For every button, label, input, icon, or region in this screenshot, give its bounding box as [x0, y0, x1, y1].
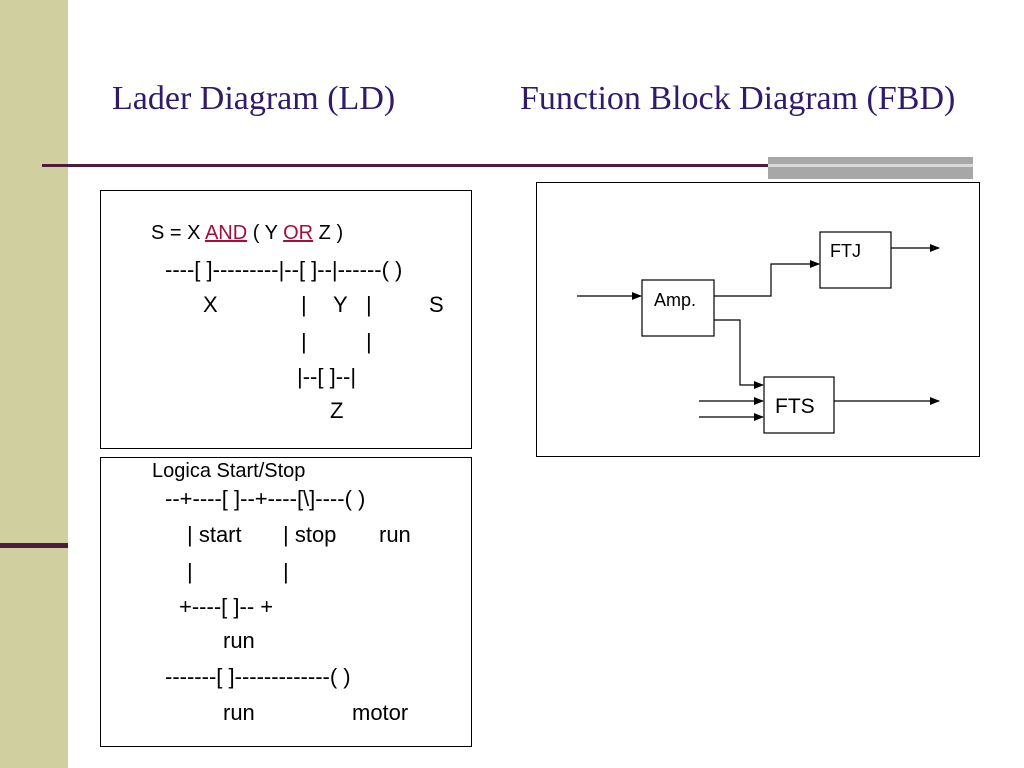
ss-label-run-coil: run — [379, 522, 411, 547]
title-rule-gray-line — [768, 164, 973, 167]
ld-equation: S = X AND ( Y OR Z ) — [151, 223, 343, 243]
ss-label-run-contact: run — [223, 628, 255, 653]
ss-label-stop: | stop — [283, 522, 337, 547]
eq-and-keyword: AND — [204, 222, 248, 244]
eq-part-3: Z ) — [313, 222, 344, 244]
function-block-diagram-panel: Amp. FTJ FTS — [536, 182, 980, 457]
eq-part-1: S = X — [151, 222, 205, 244]
ld-pipe-3: | — [301, 329, 307, 354]
ss-label-motor: motor — [352, 700, 409, 725]
ld-pipe-2: | — [366, 292, 372, 317]
fbd-block-amp — [641, 279, 715, 337]
ld-label-s: S — [429, 292, 444, 317]
ss-label-run: run — [223, 700, 255, 725]
eq-or-keyword: OR — [283, 222, 314, 244]
title-ladder-diagram: Lader Diagram (LD) — [112, 80, 396, 117]
ss-label-start: | start — [187, 522, 242, 547]
ld-pipe-4: | — [366, 329, 372, 354]
ld-rung-main: ----[ ]---------|--[ ]--|------( ) — [165, 257, 403, 282]
ss-pipe-1: | — [187, 559, 193, 584]
fbd-block-fts — [763, 376, 835, 434]
ld-label-x: X — [203, 292, 218, 317]
ld-label-y: Y — [333, 292, 348, 317]
ss-rung-2: -------[ ]-------------( ) — [165, 664, 351, 689]
fbd-label-amp: Amp. — [654, 290, 696, 310]
fbd-label-ftj: FTJ — [830, 241, 861, 261]
title-rule-gray — [768, 157, 973, 179]
start-stop-panel: Logica Start/Stop --+----[ ]--+----[\]--… — [100, 457, 472, 747]
ld-pipe-1: | — [301, 292, 307, 317]
ss-pipe-2: | — [283, 559, 289, 584]
title-rule — [42, 164, 972, 167]
ss-rung-1: --+----[ ]--+----[\]----( ) — [165, 486, 366, 511]
ld-label-z: Z — [330, 398, 344, 423]
ss-rung-branch: +----[ ]-- + — [179, 594, 274, 619]
fbd-amp-to-ftj-arrow — [714, 260, 820, 297]
left-band-accent — [0, 543, 68, 548]
fbd-canvas: Amp. FTJ FTS — [577, 231, 940, 434]
fbd-block-ftj — [819, 231, 892, 289]
fbd-label-fts: FTS — [775, 395, 815, 418]
left-decor-band — [0, 0, 68, 768]
start-stop-title: Logica Start/Stop — [152, 460, 306, 482]
title-function-block-diagram: Function Block Diagram (FBD) — [520, 80, 956, 117]
fbd-amp-to-fts-arrow — [714, 319, 764, 389]
eq-part-2: ( Y — [247, 222, 284, 244]
ld-rung-branch: |--[ ]--| — [297, 364, 357, 389]
ladder-diagram-panel: S = X AND ( Y OR Z ) ----[ ]---------|--… — [100, 190, 472, 449]
